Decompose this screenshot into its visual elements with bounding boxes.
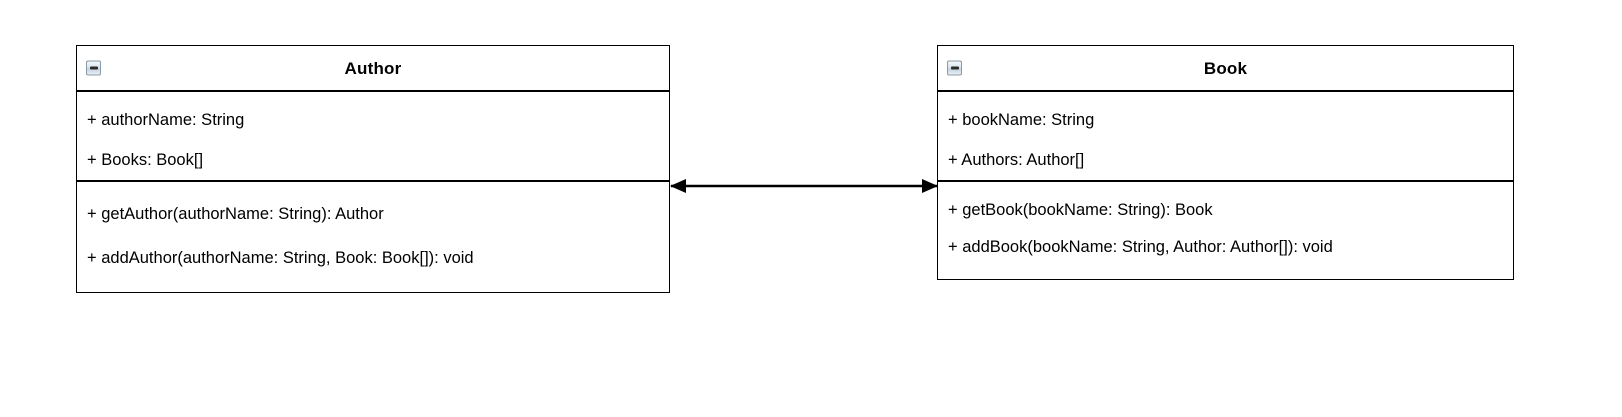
uml-class-book[interactable]: Book + bookName: String + Authors: Autho… <box>937 45 1514 280</box>
attributes-compartment-author: + authorName: String + Books: Book[] <box>77 92 669 182</box>
attribute-item: + Authors: Author[] <box>948 150 1085 169</box>
arrowhead-left-icon <box>670 179 686 193</box>
class-header-author: Author <box>77 46 669 92</box>
attribute-item: + bookName: String <box>948 110 1095 129</box>
minus-icon[interactable] <box>947 60 962 76</box>
methods-compartment-author: + getAuthor(authorName: String): Author … <box>77 182 669 292</box>
uml-class-author[interactable]: Author + authorName: String + Books: Boo… <box>76 45 670 293</box>
arrowhead-right-icon <box>922 179 938 193</box>
class-title-book: Book <box>1203 58 1248 78</box>
attribute-item: + Books: Book[] <box>87 150 204 169</box>
methods-compartment-book: + getBook(bookName: String): Book + addB… <box>938 182 1513 279</box>
minus-icon-bar <box>89 66 98 70</box>
method-item: + getBook(bookName: String): Book <box>948 201 1213 220</box>
method-item: + getAuthor(authorName: String): Author <box>87 204 384 223</box>
method-item: + addAuthor(authorName: String, Book: Bo… <box>87 248 474 267</box>
attributes-compartment-book: + bookName: String + Authors: Author[] <box>938 92 1513 182</box>
minus-icon[interactable] <box>86 60 101 76</box>
class-title-author: Author <box>344 58 402 78</box>
attribute-item: + authorName: String <box>87 110 245 129</box>
method-item: + addBook(bookName: String, Author: Auth… <box>948 237 1333 256</box>
association-connector[interactable] <box>668 170 940 202</box>
class-header-book: Book <box>938 46 1513 92</box>
minus-icon-bar <box>950 66 959 70</box>
